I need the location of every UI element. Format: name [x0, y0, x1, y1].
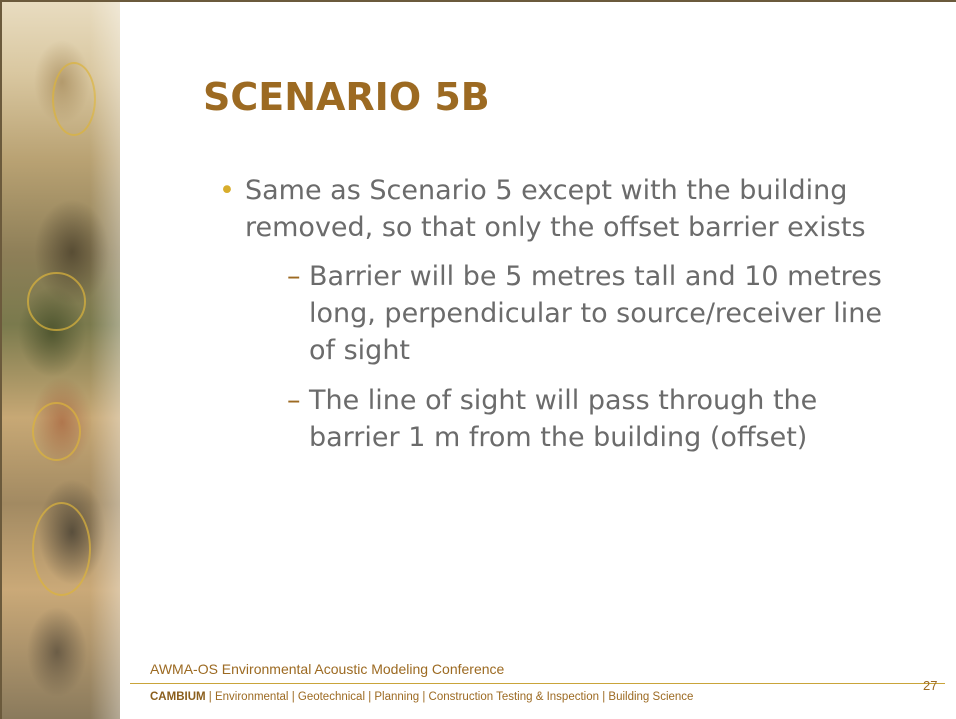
conference-name: AWMA-OS Environmental Acoustic Modeling …	[150, 661, 505, 677]
decorative-ring	[52, 62, 96, 136]
sub-bullet-item: – Barrier will be 5 metres tall and 10 m…	[245, 258, 909, 369]
sub-bullet-text: The line of sight will pass through the …	[309, 385, 818, 453]
footer-rule	[130, 683, 885, 684]
footer-item: Construction Testing & Inspection	[428, 691, 600, 703]
photo-fade	[90, 2, 120, 719]
footer-brand: CAMBIUM	[150, 691, 206, 703]
dash-icon: –	[287, 385, 301, 416]
left-border	[0, 0, 2, 719]
bullet-dot-icon: •	[219, 175, 235, 206]
page-number: 27	[923, 678, 938, 693]
sub-bullet-text: Barrier will be 5 metres tall and 10 met…	[309, 261, 882, 366]
footer-item: Geotechnical	[297, 691, 365, 703]
footer-rule-right	[885, 683, 945, 684]
footer-bar: CAMBIUM | Environmental | Geotechnical |…	[150, 691, 694, 703]
decorative-ring	[32, 502, 91, 596]
decorative-ring	[32, 402, 81, 461]
sub-bullet-item: – The line of sight will pass through th…	[245, 382, 909, 456]
footer-item: Building Science	[608, 691, 694, 703]
sub-bullet-list: – Barrier will be 5 metres tall and 10 m…	[245, 258, 923, 456]
bullet-item: • Same as Scenario 5 except with the bui…	[219, 172, 923, 456]
bullet-list: • Same as Scenario 5 except with the bui…	[219, 172, 923, 469]
footer-item: Planning	[374, 691, 420, 703]
top-border	[0, 0, 956, 2]
decorative-photo-strip	[2, 2, 120, 719]
dash-icon: –	[287, 261, 301, 292]
slide-title: SCENARIO 5B	[203, 75, 490, 119]
footer-item: Environmental	[214, 691, 289, 703]
decorative-ring	[27, 272, 86, 331]
bullet-text: Same as Scenario 5 except with the build…	[245, 175, 866, 243]
